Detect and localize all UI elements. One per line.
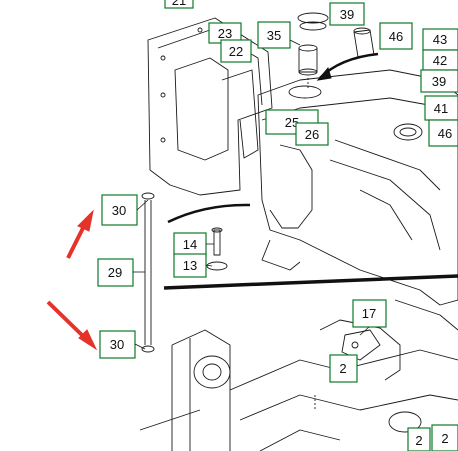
callout-39-b: 39 — [420, 69, 458, 93]
callout-label: 46 — [438, 126, 452, 141]
callout-2-c: 2 — [407, 427, 431, 451]
callout-label: 2 — [441, 431, 448, 446]
callout-29: 29 — [97, 258, 134, 287]
leader-lines — [133, 39, 370, 350]
callout-30-top: 30 — [101, 194, 138, 226]
callouts: 21 39 46 23 22 35 43 42 39 41 25 26 46 3… — [97, 0, 458, 451]
callout-label: 2 — [339, 361, 346, 376]
callout-label: 2 — [415, 433, 422, 448]
arrow-down-icon — [46, 300, 87, 340]
lower-frame — [139, 299, 458, 451]
callout-23: 23 — [208, 22, 242, 44]
callout-35: 35 — [257, 21, 291, 49]
cap-parts — [297, 12, 375, 76]
callout-2-b: 2 — [431, 424, 458, 451]
callout-label: 26 — [305, 127, 319, 142]
callout-label: 41 — [434, 101, 448, 116]
callout-14: 14 — [173, 232, 207, 257]
callout-17: 17 — [352, 299, 387, 328]
callout-label: 14 — [183, 237, 197, 252]
callout-label: 39 — [340, 7, 354, 22]
callout-2-a: 2 — [329, 354, 358, 383]
callout-label: 46 — [389, 29, 403, 44]
callout-label: 29 — [108, 265, 122, 280]
callout-label: 30 — [112, 203, 126, 218]
callout-label: 43 — [433, 32, 447, 47]
callout-22: 22 — [220, 39, 252, 63]
callout-21: 21 — [164, 0, 194, 9]
bolt-washer — [206, 227, 228, 271]
callout-label: 42 — [433, 53, 447, 68]
line-art — [139, 12, 458, 451]
callout-46-b: 46 — [428, 119, 458, 147]
bracket-plate — [147, 17, 273, 196]
callout-46: 46 — [379, 22, 413, 50]
indicator-line — [163, 274, 458, 290]
callout-41: 41 — [424, 95, 458, 121]
callout-label: 13 — [183, 258, 197, 273]
callout-label: 35 — [267, 28, 281, 43]
callout-39: 39 — [329, 2, 365, 26]
callout-label: 23 — [218, 26, 232, 41]
callout-25: 25 — [265, 109, 319, 135]
callout-42: 42 — [422, 49, 458, 71]
callout-43: 43 — [422, 28, 458, 51]
rod-part — [141, 192, 155, 353]
clamp-part — [341, 329, 381, 361]
guide-curves — [167, 52, 379, 224]
red-arrows — [46, 209, 98, 351]
callout-label: 17 — [362, 306, 376, 321]
callout-26: 26 — [295, 122, 329, 146]
callout-13: 13 — [173, 253, 207, 278]
callout-30-bottom: 30 — [99, 330, 136, 359]
callout-label: 22 — [229, 44, 243, 59]
callout-label: 21 — [172, 0, 186, 8]
callout-label: 39 — [432, 74, 446, 89]
callout-label: 30 — [110, 337, 124, 352]
